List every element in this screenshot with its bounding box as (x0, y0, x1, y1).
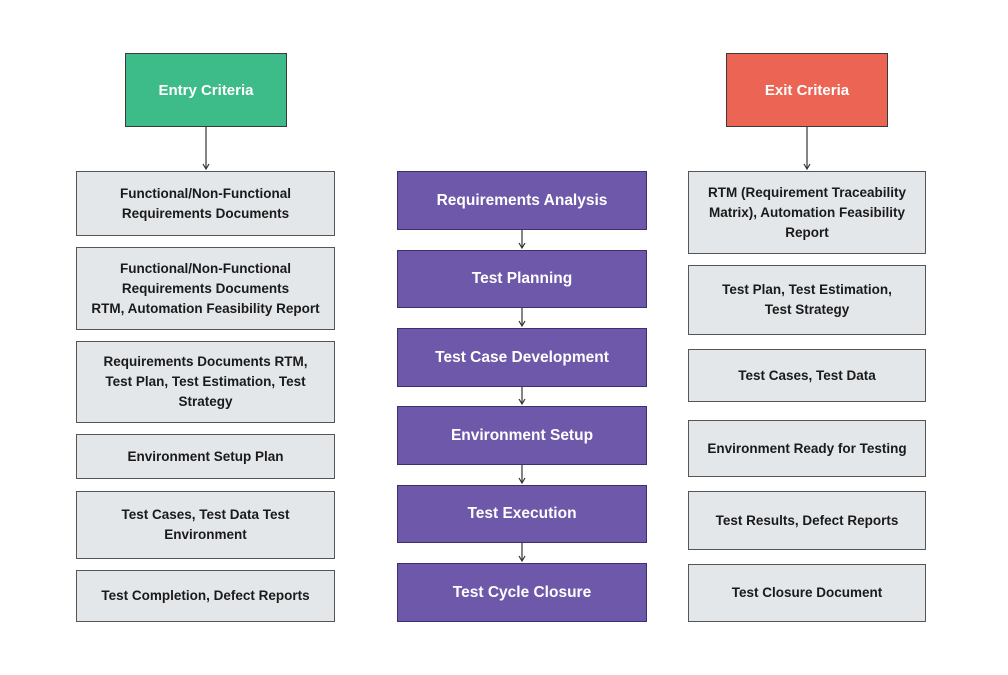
entry-criteria-item: Environment Setup Plan (76, 434, 335, 479)
exit-criteria-item: RTM (Requirement Traceability Matrix), A… (688, 171, 926, 254)
entry-criteria-header: Entry Criteria (125, 53, 287, 127)
phase-test-planning: Test Planning (397, 250, 647, 308)
entry-criteria-item: Functional/Non-Functional Requirements D… (76, 247, 335, 330)
exit-criteria-item: Test Results, Defect Reports (688, 491, 926, 550)
entry-criteria-item: Test Cases, Test Data Test Environment (76, 491, 335, 559)
phase-test-case-development: Test Case Development (397, 328, 647, 387)
exit-criteria-item: Test Plan, Test Estimation, Test Strateg… (688, 265, 926, 335)
entry-criteria-item: Functional/Non-Functional Requirements D… (76, 171, 335, 236)
exit-criteria-header: Exit Criteria (726, 53, 888, 127)
entry-criteria-item: Requirements Documents RTM, Test Plan, T… (76, 341, 335, 423)
entry-criteria-item: Test Completion, Defect Reports (76, 570, 335, 622)
phase-requirements-analysis: Requirements Analysis (397, 171, 647, 230)
exit-criteria-item: Test Cases, Test Data (688, 349, 926, 402)
phase-test-cycle-closure: Test Cycle Closure (397, 563, 647, 622)
exit-criteria-item: Environment Ready for Testing (688, 420, 926, 477)
phase-environment-setup: Environment Setup (397, 406, 647, 465)
phase-test-execution: Test Execution (397, 485, 647, 543)
exit-criteria-item: Test Closure Document (688, 564, 926, 622)
